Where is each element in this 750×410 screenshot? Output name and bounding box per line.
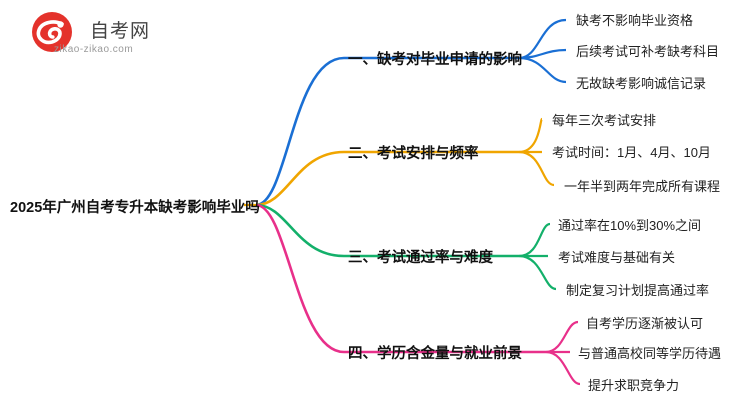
mindmap-leaf-3-1: 通过率在10%到30%之间 bbox=[558, 218, 702, 233]
mindmap-leaf-1-1: 缺考不影响毕业资格 bbox=[576, 13, 694, 28]
mindmap-leaf-1-2: 后续考试可补考缺考科目 bbox=[576, 44, 720, 59]
mindmap-leaf-2-3: 一年半到两年完成所有课程 bbox=[564, 179, 721, 194]
logo-brand-url: zikao-zikao.com bbox=[54, 44, 134, 55]
mindmap-branch-1-label: 一、缺考对毕业申请的影响 bbox=[348, 52, 522, 68]
mindmap-leaf-2-1: 每年三次考试安排 bbox=[552, 113, 657, 128]
mindmap-branch-4-label: 四、学历含金量与就业前景 bbox=[348, 346, 522, 362]
mindmap-leaf-4-3: 提升求职竞争力 bbox=[588, 378, 680, 393]
mindmap-leaf-2-2: 考试时间：1月、4月、10月 bbox=[552, 145, 711, 160]
logo-brand-name: 自考网 bbox=[90, 21, 151, 42]
mindmap-leaf-4-2: 与普通高校同等学历待遇 bbox=[578, 346, 722, 361]
site-logo: 自考网 zikao-zikao.com bbox=[24, 8, 184, 62]
mindmap-leaf-1-3: 无故缺考影响诚信记录 bbox=[576, 76, 707, 91]
mindmap-leaf-3-3: 制定复习计划提高通过率 bbox=[566, 283, 710, 298]
circular-swirl-logo-icon bbox=[32, 12, 72, 52]
mindmap-leaf-3-2: 考试难度与基础有关 bbox=[558, 250, 676, 265]
mindmap-leaf-4-1: 自考学历逐渐被认可 bbox=[586, 316, 704, 331]
mindmap-branch-2-label: 二、考试安排与频率 bbox=[348, 146, 479, 162]
mindmap-root-label: 2025年广州自考专升本缺考影响毕业吗 bbox=[10, 200, 260, 216]
mindmap-branch-3-label: 三、考试通过率与难度 bbox=[348, 250, 493, 266]
